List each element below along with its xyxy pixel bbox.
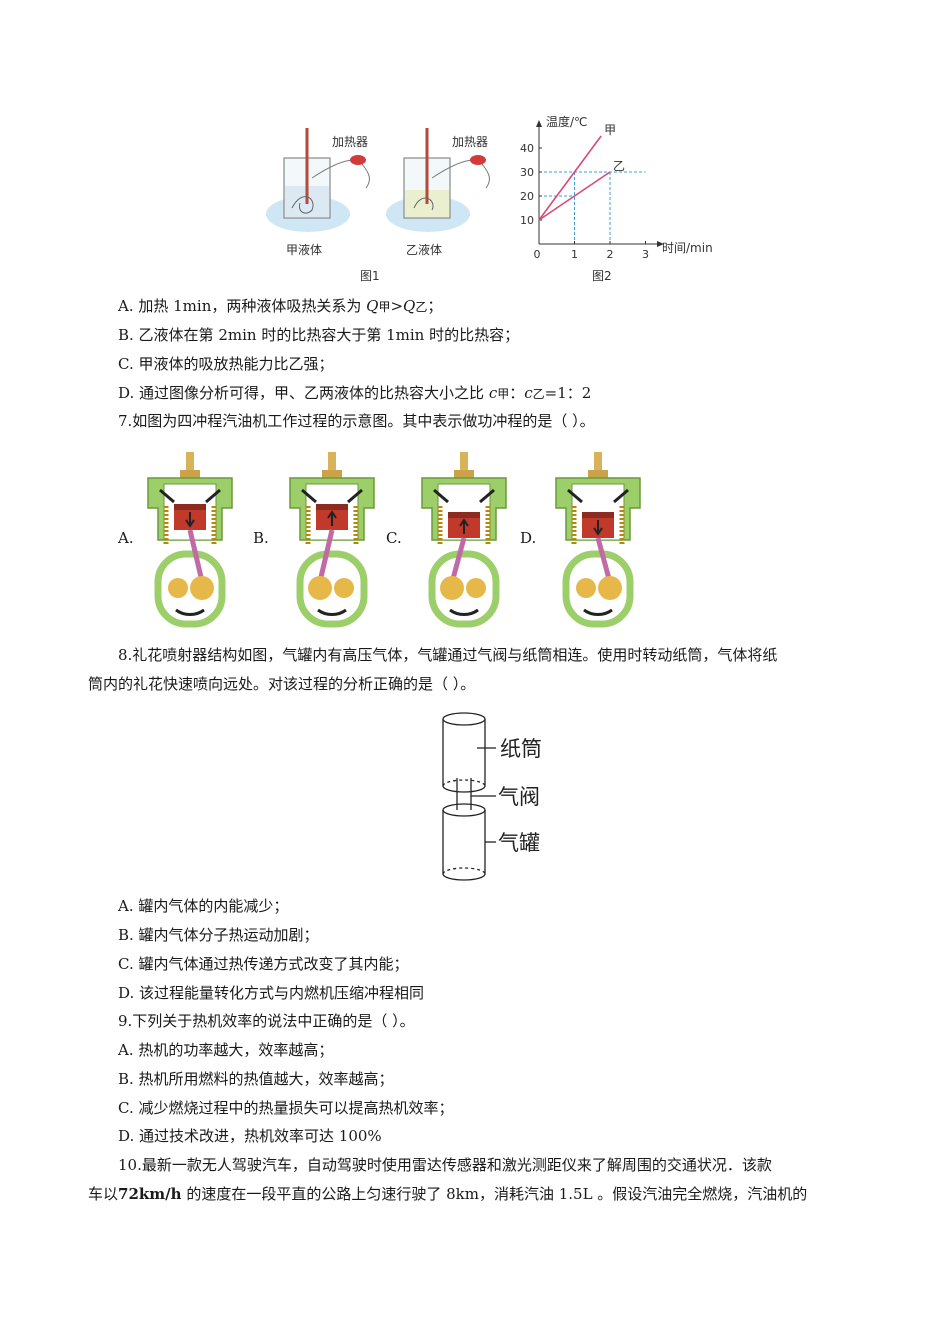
y-tick-label-40: 40 (520, 142, 534, 155)
engine-diagram-b (289, 452, 375, 628)
x-tick-label-0: 0 (534, 248, 541, 261)
q7-option-label-c: C. (386, 529, 402, 547)
series-label-yi: 乙 (613, 159, 625, 173)
beaker-right: 加热器 乙液体 (386, 128, 490, 257)
q9-stem: 9.下列关于热机效率的说法中正确的是（ ）。 (118, 1012, 415, 1030)
engine-diagram-a (147, 452, 233, 628)
liquid-a-label: 甲液体 (286, 242, 322, 257)
q9-option-c: C. 减少燃烧过程中的热量损失可以提高热机效率； (118, 1099, 454, 1117)
figure-2-chart: 温度/℃ 时间/min 图2 10 20 30 40 0 1 2 3 甲乙 (520, 114, 713, 282)
y-tick-label-10: 10 (520, 214, 534, 227)
q10-speed: 72km/h (118, 1185, 182, 1203)
q8-option-a: A. 罐内气体的内能减少； (118, 897, 289, 915)
paper-tube (442, 712, 486, 793)
series-line-yi (538, 171, 611, 221)
label-gas-tank: 气罐 (498, 831, 540, 855)
figure-1-beakers: 加热器 甲液体 加热器 乙液体 图1 (266, 128, 490, 283)
q7-stem: 7.如图为四冲程汽油机工作过程的示意图。其中表示做功冲程的是（ ）。 (118, 412, 595, 430)
beaker-left: 加热器 甲液体 (266, 128, 370, 257)
q8-stem-line1: 8.礼花喷射器结构如图，气罐内有高压气体，气罐通过气阀与纸筒相连。使用时转动纸筒… (118, 646, 778, 664)
chart-x-arrow (657, 241, 664, 247)
q7-option-label-b: B. (253, 529, 269, 547)
engine-diagram-c (421, 452, 507, 628)
y-tick-label-30: 30 (520, 166, 534, 179)
q9-option-a: A. 热机的功率越大，效率越高； (118, 1041, 334, 1059)
x-tick-label-1: 1 (571, 248, 578, 261)
x-tick-label-3: 3 (642, 248, 649, 261)
valve (456, 778, 472, 810)
q6-option-c: C. 甲液体的吸放热能力比乙强； (118, 355, 334, 373)
y-tick-label-20: 20 (520, 190, 534, 203)
q10-line2-prefix: 车以 (88, 1185, 119, 1203)
series-label-jia: 甲 (604, 123, 616, 137)
figure-2-caption: 图2 (592, 269, 612, 282)
q7-option-label-a: A. (118, 529, 134, 547)
label-valve: 气阀 (498, 785, 540, 809)
q9-option-b: B. 热机所用燃料的热值越大，效率越高； (118, 1070, 394, 1088)
q6-option-b: B. 乙液体在第 2min 时的比热容大于第 1min 时的比热容； (118, 326, 520, 344)
label-paper-tube: 纸筒 (500, 737, 542, 761)
chart-xlabel: 时间/min (662, 241, 713, 255)
gas-tank (442, 803, 486, 881)
q8-stem-line2: 筒内的礼花快速喷向远处。对该过程的分析正确的是（ ）。 (88, 675, 476, 693)
q6-option-d: D. 通过图像分析可得，甲、乙两液体的比热容大小之比 c甲：c乙=1：2 (118, 384, 592, 402)
q10-line2: 车以72km/h 的速度在一段平直的公路上匀速行驶了 8km，消耗汽油 1.5L… (88, 1184, 807, 1204)
q8-option-b: B. 罐内气体分子热运动加剧； (118, 926, 319, 944)
q6-option-a: A. 加热 1min，两种液体吸热关系为 Q甲>Q乙； (118, 297, 443, 315)
q8-option-c: C. 罐内气体通过热传递方式改变了其内能； (118, 955, 409, 973)
x-tick-label-2: 2 (607, 248, 614, 261)
q7-option-label-d: D. (520, 529, 537, 547)
q10-line1: 10.最新一款无人驾驶汽车，自动驾驶时使用雷达传感器和激光测距仪来了解周围的交通… (118, 1156, 772, 1174)
heater-label-left: 加热器 (332, 135, 368, 149)
liquid-b-label: 乙液体 (406, 242, 442, 257)
series-line-jia (538, 135, 602, 221)
figure-1-caption: 图1 (360, 269, 380, 283)
chart-ylabel: 温度/℃ (546, 114, 588, 129)
chart-y-arrow (536, 120, 542, 127)
engine-diagram-d (555, 452, 641, 628)
q8-option-d: D. 该过程能量转化方式与内燃机压缩冲程相同 (118, 984, 425, 1002)
q9-option-d: D. 通过技术改进，热机效率可达 100% (118, 1127, 382, 1145)
q8-confetti-launcher-figure: 纸筒 气阀 气罐 (442, 712, 542, 881)
q10-line2-rest: 的速度在一段平直的公路上匀速行驶了 8km，消耗汽油 1.5L 。假设汽油完全燃… (181, 1185, 808, 1203)
heater-label-right: 加热器 (452, 135, 488, 149)
